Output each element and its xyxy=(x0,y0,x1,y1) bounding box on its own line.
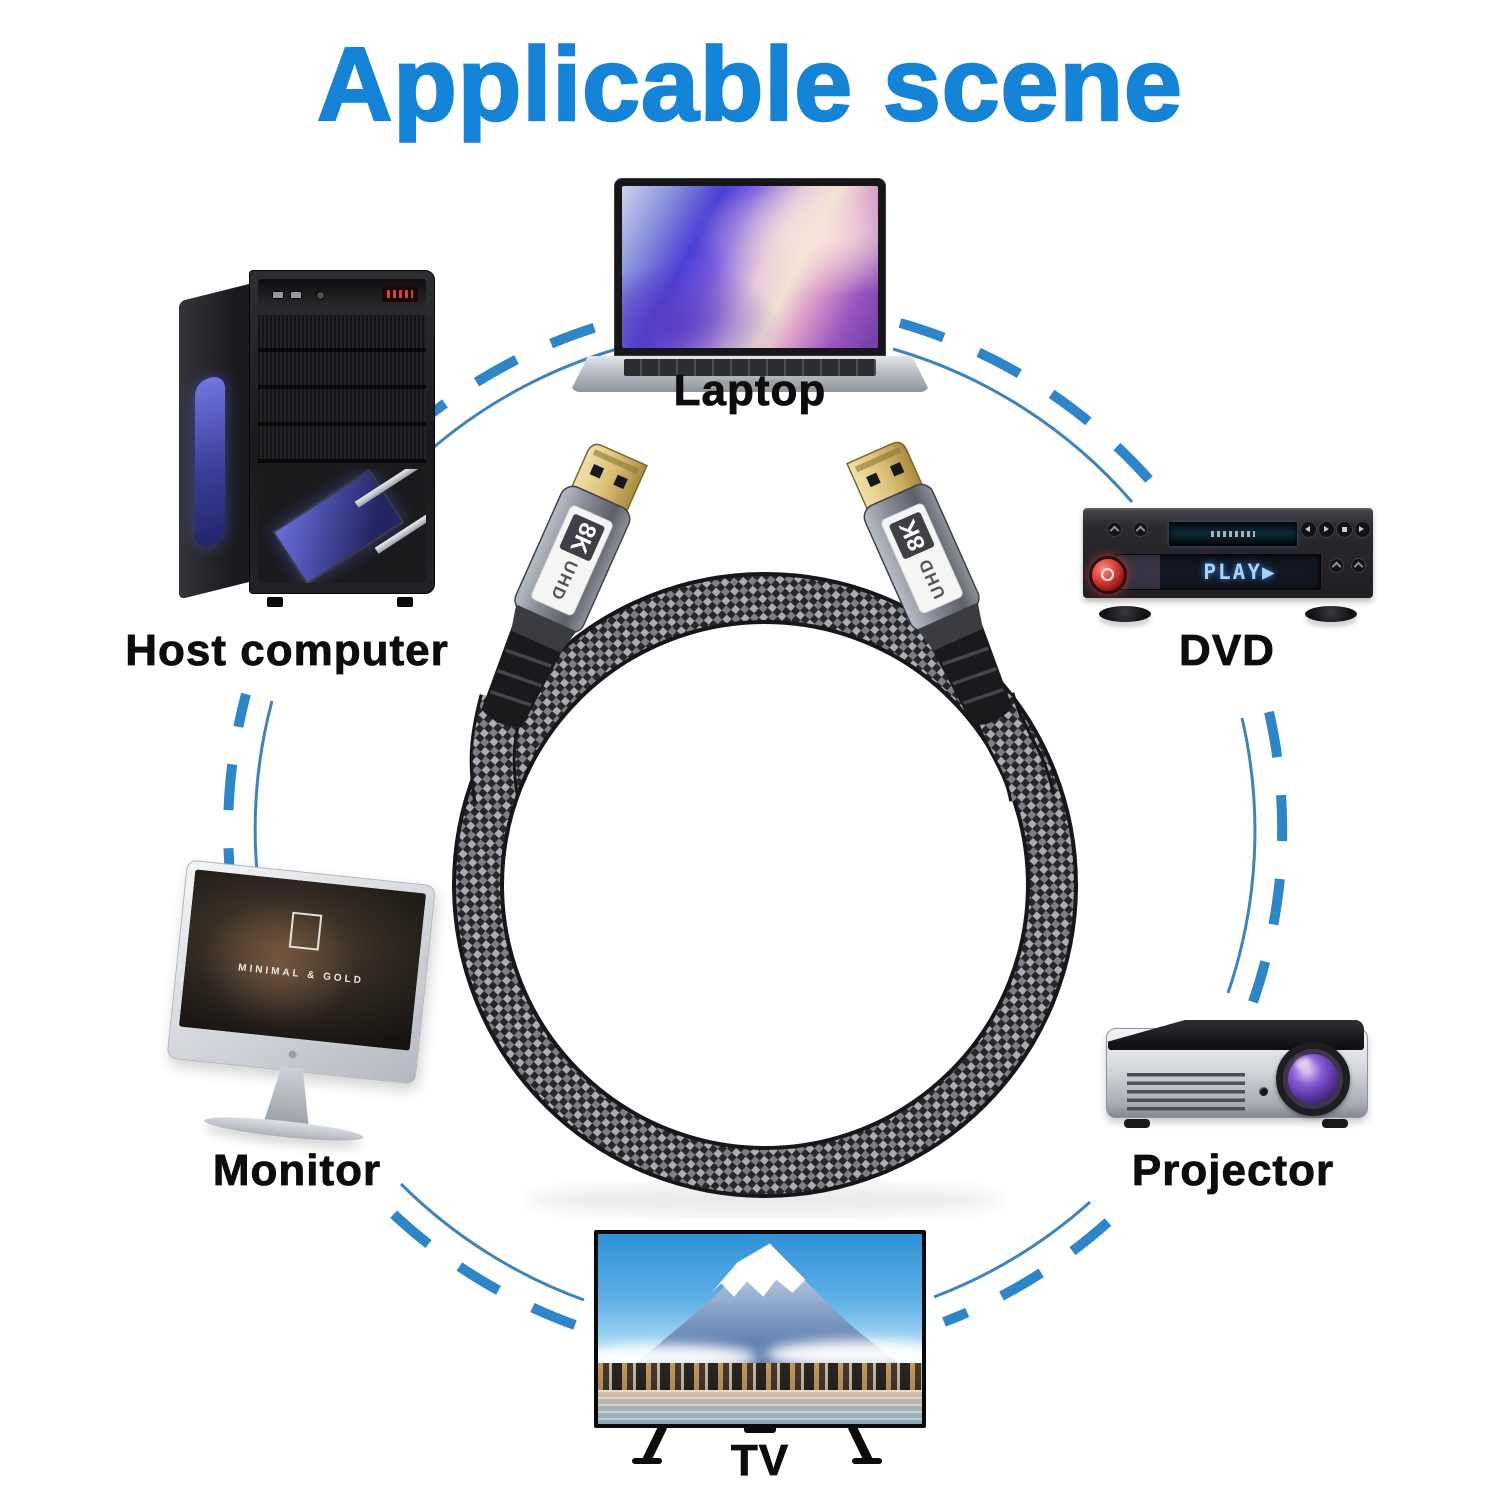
host-lower-panel xyxy=(258,469,426,583)
led-display xyxy=(382,286,418,302)
displayport-connector-right: 8K UHD xyxy=(846,441,1013,726)
usb-port-icon xyxy=(272,291,284,299)
lens-glint xyxy=(1293,1055,1313,1071)
host-front-panel xyxy=(249,270,435,594)
dvd-foot xyxy=(1305,606,1357,622)
dvd-display-text: PLAY▶ xyxy=(1203,560,1277,584)
projector-sensor-dot xyxy=(1259,1087,1268,1096)
skip-forward-icon xyxy=(1354,521,1371,538)
monitor-chin-logo xyxy=(288,1050,297,1059)
dvd-foot xyxy=(1099,606,1151,622)
play-icon xyxy=(1318,521,1335,538)
tv-screen xyxy=(594,1230,926,1428)
projector-label: Projector xyxy=(1131,1146,1335,1196)
village-strip xyxy=(598,1363,922,1390)
tv-image xyxy=(594,1230,926,1472)
host-computer-image xyxy=(175,268,437,607)
cable-shadow xyxy=(525,1184,1005,1216)
tv-foot-pad xyxy=(852,1458,882,1464)
cable-illustration: 8K UHD 8K UHD xyxy=(452,441,1078,1216)
plug-pin xyxy=(889,462,905,477)
host-side-window xyxy=(195,373,225,550)
power-button-icon xyxy=(316,291,325,300)
dvd-button xyxy=(1133,522,1148,537)
braided-cable-loop xyxy=(452,572,1078,1198)
power-button-icon xyxy=(1089,556,1127,594)
host-computer-label: Host computer xyxy=(125,626,449,676)
tv-label: TV xyxy=(730,1436,790,1486)
dvd-display: PLAY▶ xyxy=(1115,554,1321,590)
projector-image xyxy=(1106,1020,1368,1132)
host-side-panel xyxy=(179,284,249,600)
page-title: Applicable scene xyxy=(316,26,1183,145)
host-foot xyxy=(397,597,413,607)
plug-pin xyxy=(613,474,628,490)
monitor-label: Monitor xyxy=(212,1146,382,1196)
strain-relief xyxy=(931,624,1013,726)
projector-vent-grill xyxy=(1127,1073,1245,1115)
host-foot xyxy=(267,597,283,607)
laptop-label: Laptop xyxy=(673,366,827,416)
monitor-screen-text: MINIMAL & GOLD xyxy=(237,962,365,987)
plug-pin xyxy=(866,472,881,488)
dvd-button xyxy=(1351,558,1366,573)
laptop-image xyxy=(570,178,930,392)
stop-icon xyxy=(1336,521,1353,538)
monitor-frame: MINIMAL & GOLD xyxy=(166,859,437,1085)
disc-tray-slot xyxy=(1169,522,1297,546)
laptop-screen xyxy=(614,178,886,356)
projector-foot xyxy=(1322,1119,1348,1128)
laptop-wallpaper xyxy=(622,186,878,348)
tv-logo-tab xyxy=(744,1426,776,1433)
laptop-touchpad xyxy=(714,380,786,389)
dvd-button xyxy=(1107,522,1122,537)
host-drive-bays xyxy=(258,315,426,463)
tv-foot-pad xyxy=(632,1458,662,1464)
laptop-base xyxy=(570,356,930,392)
monitor-screen: MINIMAL & GOLD xyxy=(178,869,427,1051)
lake-reflection xyxy=(598,1389,922,1424)
displayport-connector-left: 8K UHD xyxy=(481,443,648,728)
dvd-button xyxy=(1329,558,1344,573)
skip-back-icon xyxy=(1300,521,1317,538)
dvd-body: PLAY▶ xyxy=(1083,508,1373,598)
monitor-image: MINIMAL & GOLD xyxy=(148,859,450,1186)
monitor-logo-box xyxy=(288,911,323,951)
plug-pin xyxy=(589,464,605,479)
laptop-keyboard xyxy=(624,359,876,376)
usb-port-icon xyxy=(290,291,302,299)
dvd-player-image: PLAY▶ xyxy=(1083,502,1373,634)
8k-badge xyxy=(889,512,935,559)
dvd-label: DVD xyxy=(1179,626,1275,676)
host-io-strip xyxy=(258,279,426,309)
8k-badge xyxy=(559,514,605,561)
projector-lens xyxy=(1276,1042,1350,1116)
strain-relief xyxy=(481,626,563,728)
projector-foot xyxy=(1124,1119,1150,1128)
